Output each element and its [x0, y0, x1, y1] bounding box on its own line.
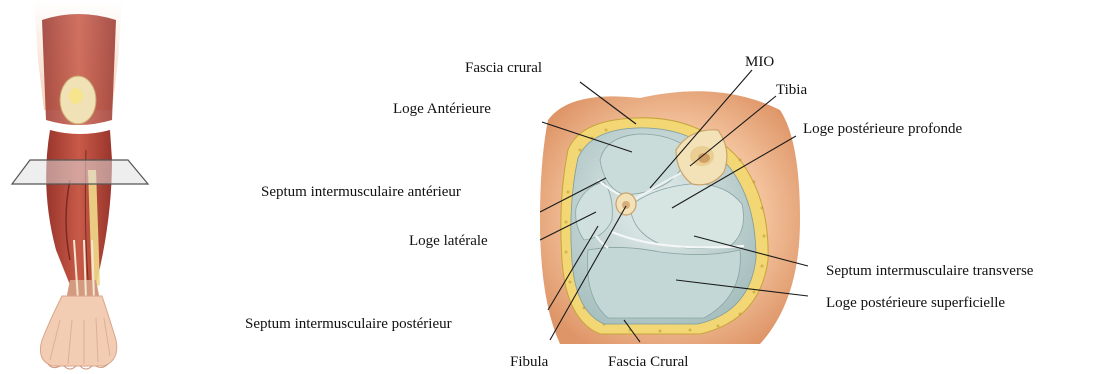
label-fascia-crurale-bottom: Fascia Crural — [608, 354, 688, 370]
label-tibia: Tibia — [776, 82, 807, 98]
label-fascia-crurale-top: Fascia crural — [465, 60, 542, 76]
lower-leg-muscles — [46, 130, 112, 285]
superficial-posterior-compartment — [587, 247, 740, 318]
label-loge-posterieure-superficielle: Loge postérieure superficielle — [826, 295, 1005, 311]
leg-illustration — [12, 2, 148, 369]
label-fibula: Fibula — [510, 354, 549, 370]
label-septum-transverse: Septum intermusculaire transverse — [826, 263, 1034, 279]
label-loge-laterale: Loge latérale — [409, 233, 488, 249]
label-loge-posterieure-profonde: Loge postérieure profonde — [803, 121, 962, 137]
section-plane — [12, 160, 148, 184]
cross-section — [540, 91, 800, 344]
label-mio: MIO — [745, 54, 774, 70]
foot — [40, 296, 116, 366]
label-septum-posterieur: Septum intermusculaire postérieur — [245, 316, 452, 332]
label-loge-anterieure: Loge Antérieure — [393, 101, 491, 117]
label-septum-anterieur: Septum intermusculaire antérieur — [261, 184, 461, 200]
